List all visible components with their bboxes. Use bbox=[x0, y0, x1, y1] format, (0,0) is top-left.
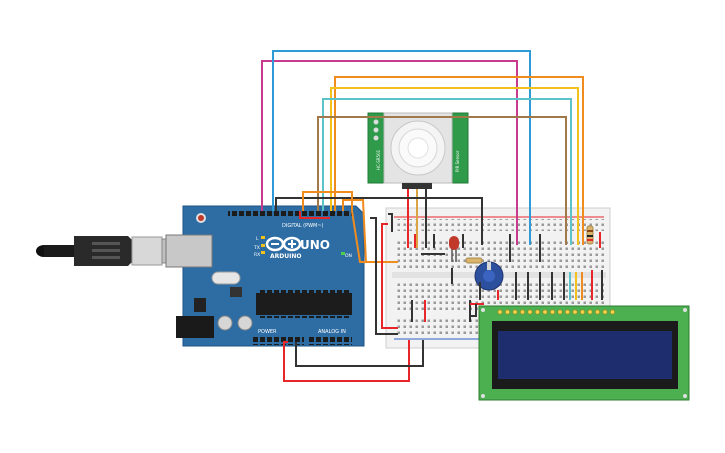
wire-cyan bbox=[322, 98, 572, 245]
microcontroller-chip bbox=[256, 293, 352, 315]
lcd-pin[interactable] bbox=[602, 309, 608, 315]
wire-black-gnd bbox=[370, 217, 398, 335]
tx-led-label: TX bbox=[253, 245, 260, 251]
resistor[interactable] bbox=[586, 225, 594, 245]
lcd-pin[interactable] bbox=[504, 309, 510, 315]
arduino-logo-icon bbox=[265, 236, 302, 252]
analog-header[interactable] bbox=[308, 337, 352, 345]
lcd-screen bbox=[498, 331, 672, 379]
wire-orange-4 bbox=[342, 199, 367, 263]
lcd-pin[interactable] bbox=[527, 309, 533, 315]
usb-cable bbox=[36, 236, 185, 266]
lcd-pin[interactable] bbox=[497, 309, 503, 315]
wire-orange-3 bbox=[351, 210, 398, 263]
signal-wires bbox=[261, 50, 584, 263]
resistor-2[interactable] bbox=[465, 257, 483, 264]
lcd-pin[interactable] bbox=[587, 309, 593, 315]
wire-orange-2 bbox=[302, 191, 353, 211]
arduino-brand-text: ARDUINO bbox=[270, 253, 301, 260]
lcd-pin[interactable] bbox=[572, 309, 578, 315]
lcd-pin[interactable] bbox=[512, 309, 518, 315]
digital-label: DIGITAL (PWM~) bbox=[282, 223, 324, 229]
digital-header[interactable] bbox=[228, 209, 352, 217]
pir-sensor-text: PIR Sensor bbox=[455, 150, 460, 172]
lcd-pin[interactable] bbox=[564, 309, 570, 315]
arduino-uno-board[interactable]: UNO ARDUINO DIGITAL (PWM~) POWER ANALOG … bbox=[165, 205, 365, 347]
wire-black-lcd bbox=[470, 304, 477, 317]
lcd-pin[interactable] bbox=[549, 309, 555, 315]
power-label: POWER bbox=[258, 329, 277, 335]
l-led-label: L bbox=[256, 236, 259, 242]
wire-orange bbox=[334, 76, 584, 245]
analog-label: ANALOG IN bbox=[318, 329, 346, 335]
lcd-pin[interactable] bbox=[542, 309, 548, 315]
wire-blue bbox=[272, 50, 531, 245]
top-power-rail[interactable] bbox=[394, 219, 604, 231]
wire-red-power bbox=[283, 340, 410, 382]
arduino-model-text: UNO bbox=[300, 238, 330, 252]
wire-red-top bbox=[299, 211, 330, 219]
wire-red-5v bbox=[381, 223, 398, 329]
lcd-pin[interactable] bbox=[557, 309, 563, 315]
lcd-display[interactable] bbox=[478, 305, 690, 401]
lcd-pin-header[interactable] bbox=[497, 309, 615, 315]
pir-model-text: HC-SR501 bbox=[376, 149, 381, 170]
wire-black-power bbox=[295, 340, 424, 367]
wire-pink bbox=[261, 60, 518, 245]
on-led-label: ON bbox=[345, 253, 352, 259]
power-wires bbox=[283, 213, 484, 382]
rx-led-label: RX bbox=[254, 252, 260, 258]
power-header[interactable] bbox=[252, 337, 304, 345]
lcd-pin[interactable] bbox=[519, 309, 525, 315]
wire-brown bbox=[317, 116, 567, 245]
pir-sensor[interactable]: HC-SR501 PIR Sensor bbox=[367, 112, 469, 248]
potentiometer[interactable] bbox=[474, 261, 504, 291]
led[interactable] bbox=[449, 236, 459, 262]
lcd-pin[interactable] bbox=[579, 309, 585, 315]
lcd-pin[interactable] bbox=[609, 309, 615, 315]
wire-black-gnd-2 bbox=[388, 213, 393, 232]
power-jack bbox=[176, 316, 214, 338]
lcd-pin[interactable] bbox=[594, 309, 600, 315]
wire-yellow bbox=[330, 87, 579, 245]
wire-black-top bbox=[275, 197, 483, 245]
lcd-pin[interactable] bbox=[534, 309, 540, 315]
usb-port bbox=[165, 234, 213, 268]
